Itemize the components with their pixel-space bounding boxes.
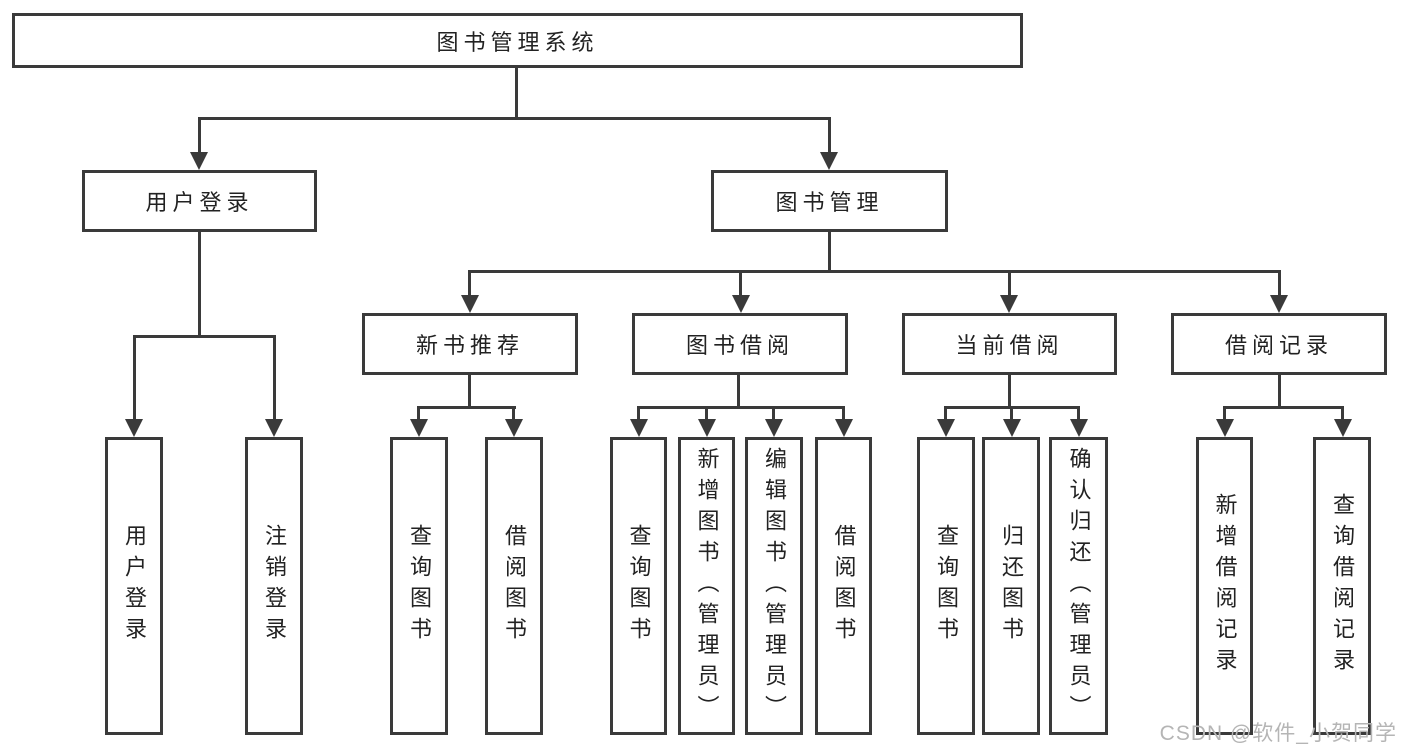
connector-new-book-rail bbox=[417, 406, 516, 409]
leaf-user-login: 用户登录 bbox=[105, 437, 163, 735]
connector-to-cb-return bbox=[1010, 406, 1013, 422]
connector-borrow-records-stem bbox=[1278, 375, 1281, 408]
leaf-label: 查询图书 bbox=[626, 524, 652, 648]
leaf-br-add-record: 新增借阅记录 bbox=[1196, 437, 1253, 735]
node-user-login: 用户登录 bbox=[82, 170, 317, 232]
leaf-br-query-record: 查询借阅记录 bbox=[1313, 437, 1371, 735]
connector-to-cb-confirm bbox=[1077, 406, 1080, 422]
leaf-label: 注销登录 bbox=[262, 524, 287, 648]
leaf-cb-confirm-return-admin: 确认归还（管理员） bbox=[1049, 437, 1108, 735]
leaf-label: 新增图书（管理员） bbox=[694, 446, 720, 726]
arrowhead-leaf-logout bbox=[265, 419, 283, 437]
connector-to-rec-query bbox=[417, 406, 420, 422]
arrowhead-br-add bbox=[1216, 419, 1234, 437]
arrowhead-new-book bbox=[461, 295, 479, 313]
leaf-bb-query-book: 查询图书 bbox=[610, 437, 667, 735]
leaf-bb-edit-book-admin: 编辑图书（管理员） bbox=[745, 437, 803, 735]
connector-to-leaf-logout bbox=[273, 335, 276, 421]
leaf-label: 编辑图书（管理员） bbox=[762, 446, 787, 726]
leaf-label: 借阅图书 bbox=[502, 524, 527, 648]
leaf-bb-add-book-admin: 新增图书（管理员） bbox=[678, 437, 735, 735]
node-label: 图书管理 bbox=[775, 190, 884, 215]
leaf-label: 归还图书 bbox=[999, 524, 1024, 648]
arrowhead-bb-add bbox=[698, 419, 716, 437]
node-new-book-recommend: 新书推荐 bbox=[362, 313, 578, 375]
connector-to-bb-add bbox=[705, 406, 708, 422]
arrowhead-leaf-user-login bbox=[125, 419, 143, 437]
connector-to-rec-borrow bbox=[512, 406, 515, 422]
connector-to-bb-query bbox=[637, 406, 640, 422]
arrowhead-rec-borrow bbox=[505, 419, 523, 437]
arrowhead-cb-confirm bbox=[1070, 419, 1088, 437]
node-current-borrowing: 当前借阅 bbox=[902, 313, 1117, 375]
leaf-rec-borrow-book: 借阅图书 bbox=[485, 437, 543, 735]
connector-level3-rail bbox=[468, 270, 1280, 273]
arrowhead-bb-borrow bbox=[835, 419, 853, 437]
arrowhead-cb-return bbox=[1003, 419, 1021, 437]
node-label: 图书借阅 bbox=[685, 333, 794, 358]
connector-to-cb-query bbox=[944, 406, 947, 422]
connector-book-mgmt-stem bbox=[828, 232, 831, 271]
connector-to-br-query bbox=[1341, 406, 1344, 422]
arrowhead-rec-query bbox=[410, 419, 428, 437]
csdn-watermark: CSDN @软件_小贺同学 bbox=[1159, 722, 1397, 745]
leaf-label: 用户登录 bbox=[122, 524, 147, 648]
connector-to-bb-edit bbox=[772, 406, 775, 422]
connector-level2-rail bbox=[198, 117, 831, 120]
arrowhead-book-mgmt bbox=[820, 152, 838, 170]
connector-to-bb-borrow bbox=[842, 406, 845, 422]
connector-book-borrow-rail bbox=[637, 406, 845, 409]
leaf-cb-return-book: 归还图书 bbox=[982, 437, 1040, 735]
connector-new-book-stem bbox=[468, 375, 471, 408]
node-library-management-system: 图书管理系统 bbox=[12, 13, 1023, 68]
node-label: 借阅记录 bbox=[1224, 333, 1333, 358]
arrowhead-book-borrow bbox=[732, 295, 750, 313]
arrowhead-borrow-records bbox=[1270, 295, 1288, 313]
leaf-label: 新增借阅记录 bbox=[1212, 493, 1238, 679]
connector-to-current-borrow bbox=[1008, 270, 1011, 297]
leaf-label: 查询借阅记录 bbox=[1330, 493, 1355, 679]
connector-to-borrow-records bbox=[1278, 270, 1281, 297]
connector-to-new-book bbox=[468, 270, 471, 297]
connector-user-login-stem bbox=[198, 232, 201, 336]
connector-to-user-login bbox=[198, 117, 201, 154]
arrowhead-br-query bbox=[1334, 419, 1352, 437]
connector-current-borrow-stem bbox=[1008, 375, 1011, 408]
leaf-label: 查询图书 bbox=[407, 524, 432, 648]
arrowhead-cb-query bbox=[937, 419, 955, 437]
leaf-rec-query-book: 查询图书 bbox=[390, 437, 448, 735]
connector-to-br-add bbox=[1223, 406, 1226, 422]
leaf-label: 确认归还（管理员） bbox=[1066, 446, 1092, 726]
node-label: 新书推荐 bbox=[415, 333, 524, 358]
connector-root-stem bbox=[515, 68, 518, 117]
leaf-label: 查询图书 bbox=[934, 524, 959, 648]
node-borrowing-records: 借阅记录 bbox=[1171, 313, 1387, 375]
node-label: 用户登录 bbox=[145, 190, 254, 215]
connector-to-book-mgmt bbox=[828, 117, 831, 154]
node-label: 当前借阅 bbox=[955, 333, 1064, 358]
leaf-label: 借阅图书 bbox=[831, 524, 857, 648]
node-label: 图书管理系统 bbox=[436, 29, 599, 55]
connector-book-borrow-stem bbox=[737, 375, 740, 408]
connector-to-book-borrow bbox=[739, 270, 742, 297]
leaf-logout: 注销登录 bbox=[245, 437, 303, 735]
node-book-management: 图书管理 bbox=[711, 170, 948, 232]
arrowhead-current-borrow bbox=[1000, 295, 1018, 313]
connector-user-login-rail bbox=[133, 335, 275, 338]
arrowhead-bb-edit bbox=[765, 419, 783, 437]
connector-borrow-records-rail bbox=[1223, 406, 1343, 409]
connector-to-leaf-user-login bbox=[133, 335, 136, 421]
leaf-bb-borrow-book: 借阅图书 bbox=[815, 437, 872, 735]
node-book-borrowing: 图书借阅 bbox=[632, 313, 848, 375]
arrowhead-bb-query bbox=[630, 419, 648, 437]
arrowhead-user-login bbox=[190, 152, 208, 170]
leaf-cb-query-book: 查询图书 bbox=[917, 437, 975, 735]
